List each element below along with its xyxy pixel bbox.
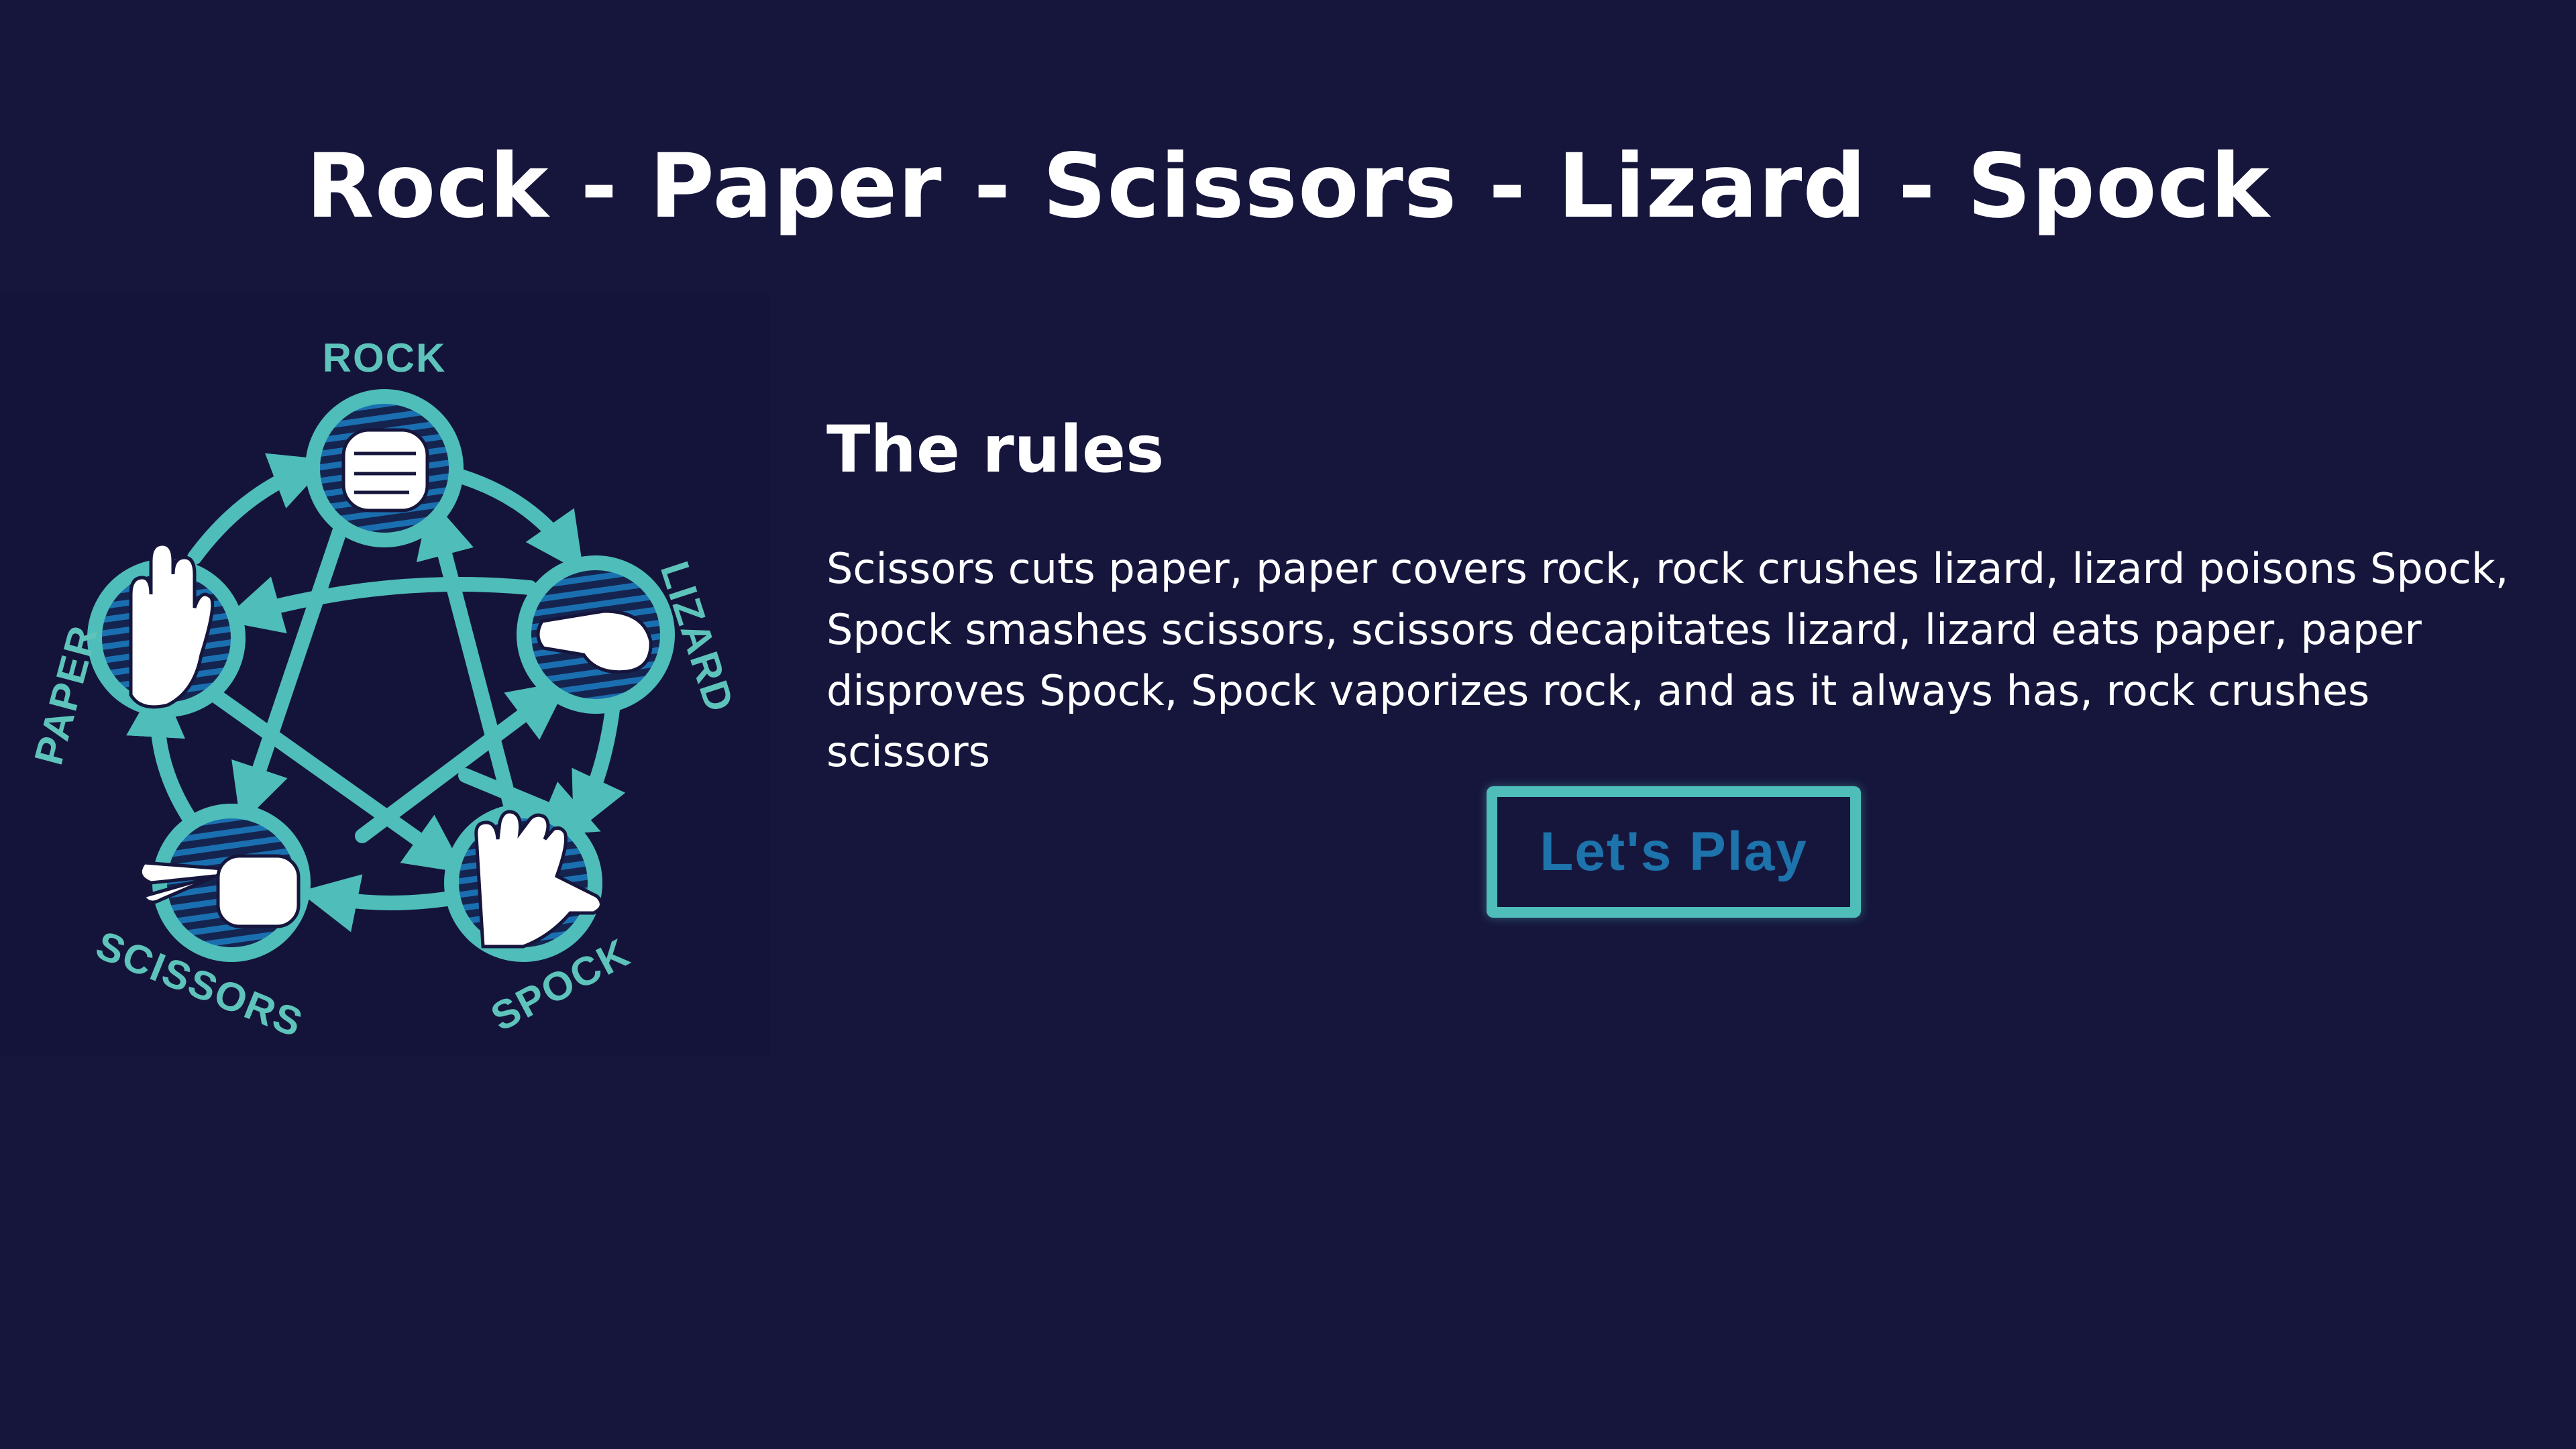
- open-hand-icon: [129, 542, 215, 709]
- rules-text: Scissors cuts paper, paper covers rock, …: [826, 544, 2509, 776]
- spock-hand-icon: [474, 810, 603, 949]
- node-rock: [305, 389, 464, 547]
- arrow-lizard-to-spock: [572, 691, 626, 834]
- lizard-hand-icon: [536, 609, 653, 674]
- lets-play-label: Let's Play: [1540, 821, 1808, 882]
- node-scissors: [138, 804, 311, 962]
- rules-heading: The rules: [826, 411, 1165, 487]
- node-paper: [87, 542, 246, 717]
- arrow-rock-to-scissors: [231, 506, 353, 825]
- node-spock: [444, 804, 603, 962]
- arrow-paper-to-rock: [187, 453, 331, 565]
- lets-play-button[interactable]: Let's Play: [1487, 786, 1861, 918]
- arrow-spock-to-scissors: [299, 874, 470, 932]
- scissors-hand-icon: [138, 854, 301, 928]
- arrow-spock-to-rock: [416, 497, 517, 810]
- arrow-paper-to-spock: [207, 688, 466, 873]
- page-title: Rock - Paper - Scissors - Lizard - Spock: [306, 135, 2270, 239]
- node-lizard: [517, 555, 675, 714]
- arrow-scissors-to-lizard: [355, 680, 570, 843]
- label-paper: PAPER: [25, 621, 106, 769]
- rules-diagram: ROCK PAPER LIZARD SCISSORS SPOCK: [0, 292, 770, 1057]
- rules-diagram-graphic: ROCK PAPER LIZARD SCISSORS SPOCK: [25, 335, 743, 1046]
- arrow-scissors-to-paper: [126, 678, 195, 823]
- label-rock: ROCK: [323, 335, 447, 380]
- arrow-lizard-to-paper: [222, 576, 537, 634]
- fist-icon: [341, 428, 429, 513]
